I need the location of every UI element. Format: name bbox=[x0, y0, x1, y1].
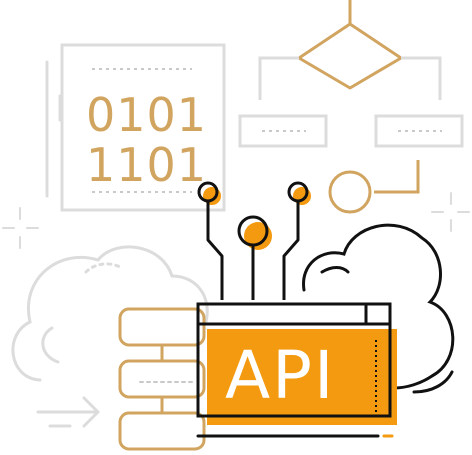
binary-line-2: 1101 bbox=[86, 138, 207, 192]
document-icon: 0101 1101 bbox=[60, 43, 226, 212]
api-label: API bbox=[225, 337, 335, 414]
database-stack-icon bbox=[118, 307, 206, 451]
cloud-icon-gray bbox=[11, 245, 209, 383]
cloud-icon-black bbox=[302, 223, 455, 394]
api-window-icon: API bbox=[196, 302, 397, 438]
flowchart-icon bbox=[238, 0, 464, 214]
connector-nodes-icon bbox=[197, 181, 311, 300]
arrow-right-icon bbox=[36, 396, 100, 428]
left-accent-lines bbox=[45, 60, 62, 198]
sparkle-icon bbox=[2, 192, 470, 249]
binary-line-1: 0101 bbox=[86, 88, 207, 142]
